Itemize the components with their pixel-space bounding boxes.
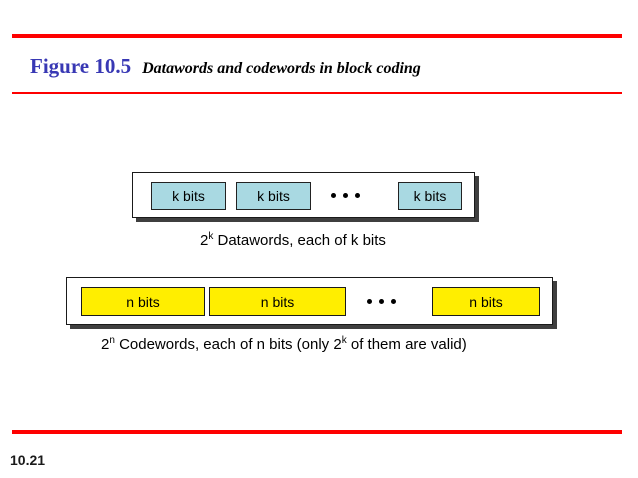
dataword-cell: k bits (398, 182, 462, 210)
codeword-caption-text-1: Codewords, each of n bits (only (114, 336, 334, 353)
codeword-cell: n bits (432, 287, 540, 316)
codeword-row-container: n bits n bits n bits (66, 277, 553, 325)
dataword-cell: k bits (151, 182, 226, 210)
codeword-ellipsis-icon (367, 299, 396, 304)
dataword-row-container: k bits k bits k bits (132, 172, 475, 218)
dataword-caption-base: 2 (200, 232, 209, 249)
page-title: Figure 10.5 Datawords and codewords in bl… (30, 54, 421, 79)
dataword-caption-exponent: k (208, 231, 214, 242)
dot-icon (331, 193, 336, 198)
dot-icon (379, 299, 384, 304)
codeword-caption-text-2: of them are valid) (346, 336, 467, 353)
page-number: 10.21 (10, 452, 46, 468)
dot-icon (391, 299, 396, 304)
dot-icon (355, 193, 360, 198)
bottom-red-rule (12, 430, 622, 434)
figure-number: Figure 10.5 (30, 54, 132, 78)
figure-title: Datawords and codewords in block coding (142, 60, 421, 77)
top-red-rule (12, 34, 622, 38)
header-divider-red-rule (12, 92, 622, 94)
codeword-caption-base-1: 2 (101, 336, 110, 353)
codeword-caption-base-2: 2 (333, 336, 342, 353)
dot-icon (343, 193, 348, 198)
codeword-cell: n bits (209, 287, 346, 316)
dataword-caption-text: Datawords, each of k bits (213, 232, 386, 249)
dataword-ellipsis-icon (331, 193, 360, 198)
codeword-caption-exponent-1: n (109, 335, 115, 346)
dataword-cell: k bits (236, 182, 311, 210)
dot-icon (367, 299, 372, 304)
codeword-caption-exponent-2: k (341, 335, 347, 346)
codeword-caption: 2n Codewords, each of n bits (only 2k of… (101, 335, 467, 354)
codeword-cell: n bits (81, 287, 205, 316)
dataword-caption: 2k Datawords, each of k bits (200, 231, 386, 250)
